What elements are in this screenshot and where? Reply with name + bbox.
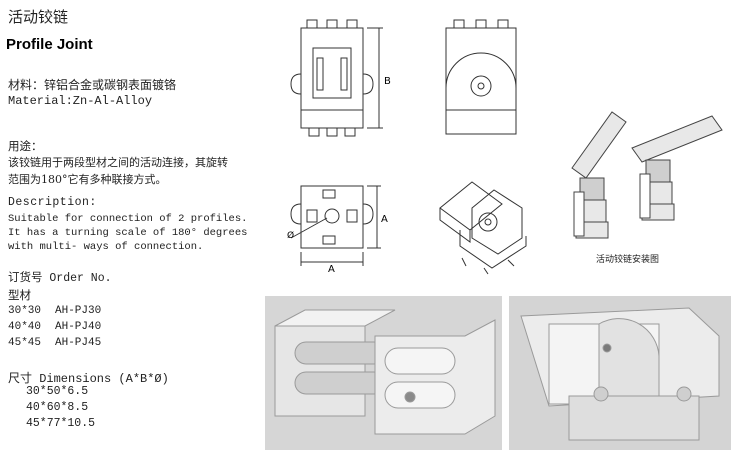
- title-cn: 活动铰链: [8, 8, 69, 26]
- label-a-side: A: [381, 214, 388, 225]
- top-view-drawing: Ø A A: [287, 185, 388, 275]
- dimension-row: 45*77*10.5: [26, 417, 96, 430]
- order-size: 40*40: [8, 321, 42, 333]
- description-line: with multi- ways of connection.: [8, 241, 204, 253]
- dimensions-heading: 尺寸 Dimensions (A*B*Ø): [8, 372, 169, 386]
- order-row: 45*45 AH-PJ45: [8, 337, 101, 349]
- description-line: It has a turning scale of 180° degrees: [8, 227, 248, 239]
- joint-photo-open: [265, 296, 502, 450]
- side-view-drawing: [445, 19, 517, 135]
- type-heading: 型材: [8, 288, 31, 302]
- order-heading: 订货号 Order No.: [8, 272, 112, 285]
- material-en: Material:Zn-Al-Alloy: [8, 94, 153, 108]
- description-heading: Description:: [8, 196, 97, 209]
- use-text-cn: 该铰链用于两段型材之间的活动连接，其旋转范围为180°它有多种联接方式。: [8, 156, 228, 186]
- use-heading-cn: 用途：: [8, 139, 43, 153]
- order-size: 45*45: [8, 337, 42, 349]
- installation-caption: 活动铰链安装图: [596, 255, 660, 265]
- isometric-drawing: [439, 181, 527, 275]
- joint-photo-closed: [509, 296, 731, 450]
- order-code: AH-PJ30: [55, 305, 102, 317]
- dimension-row: 40*60*8.5: [26, 401, 89, 414]
- label-a-bottom: A: [328, 264, 335, 275]
- order-row: 40*40 AH-PJ40: [8, 321, 101, 333]
- order-code: AH-PJ40: [55, 321, 102, 333]
- order-row: 30*30 AH-PJ30: [8, 305, 101, 317]
- title-en: Profile Joint: [6, 36, 93, 53]
- description-line: Suitable for connection of 2 profiles.: [8, 213, 248, 225]
- material-cn: 材料：锌铝合金或碳钢表面镀铬: [8, 78, 177, 92]
- description-text: Suitable for connection of 2 profiles. I…: [8, 212, 248, 254]
- installation-illustration: [571, 111, 723, 239]
- label-b: B: [384, 76, 391, 87]
- order-size: 30*30: [8, 305, 42, 317]
- front-view-drawing: B: [290, 19, 391, 137]
- label-phi: Ø: [287, 230, 294, 241]
- dimension-row: 30*50*6.5: [26, 385, 89, 398]
- order-code: AH-PJ45: [55, 337, 102, 349]
